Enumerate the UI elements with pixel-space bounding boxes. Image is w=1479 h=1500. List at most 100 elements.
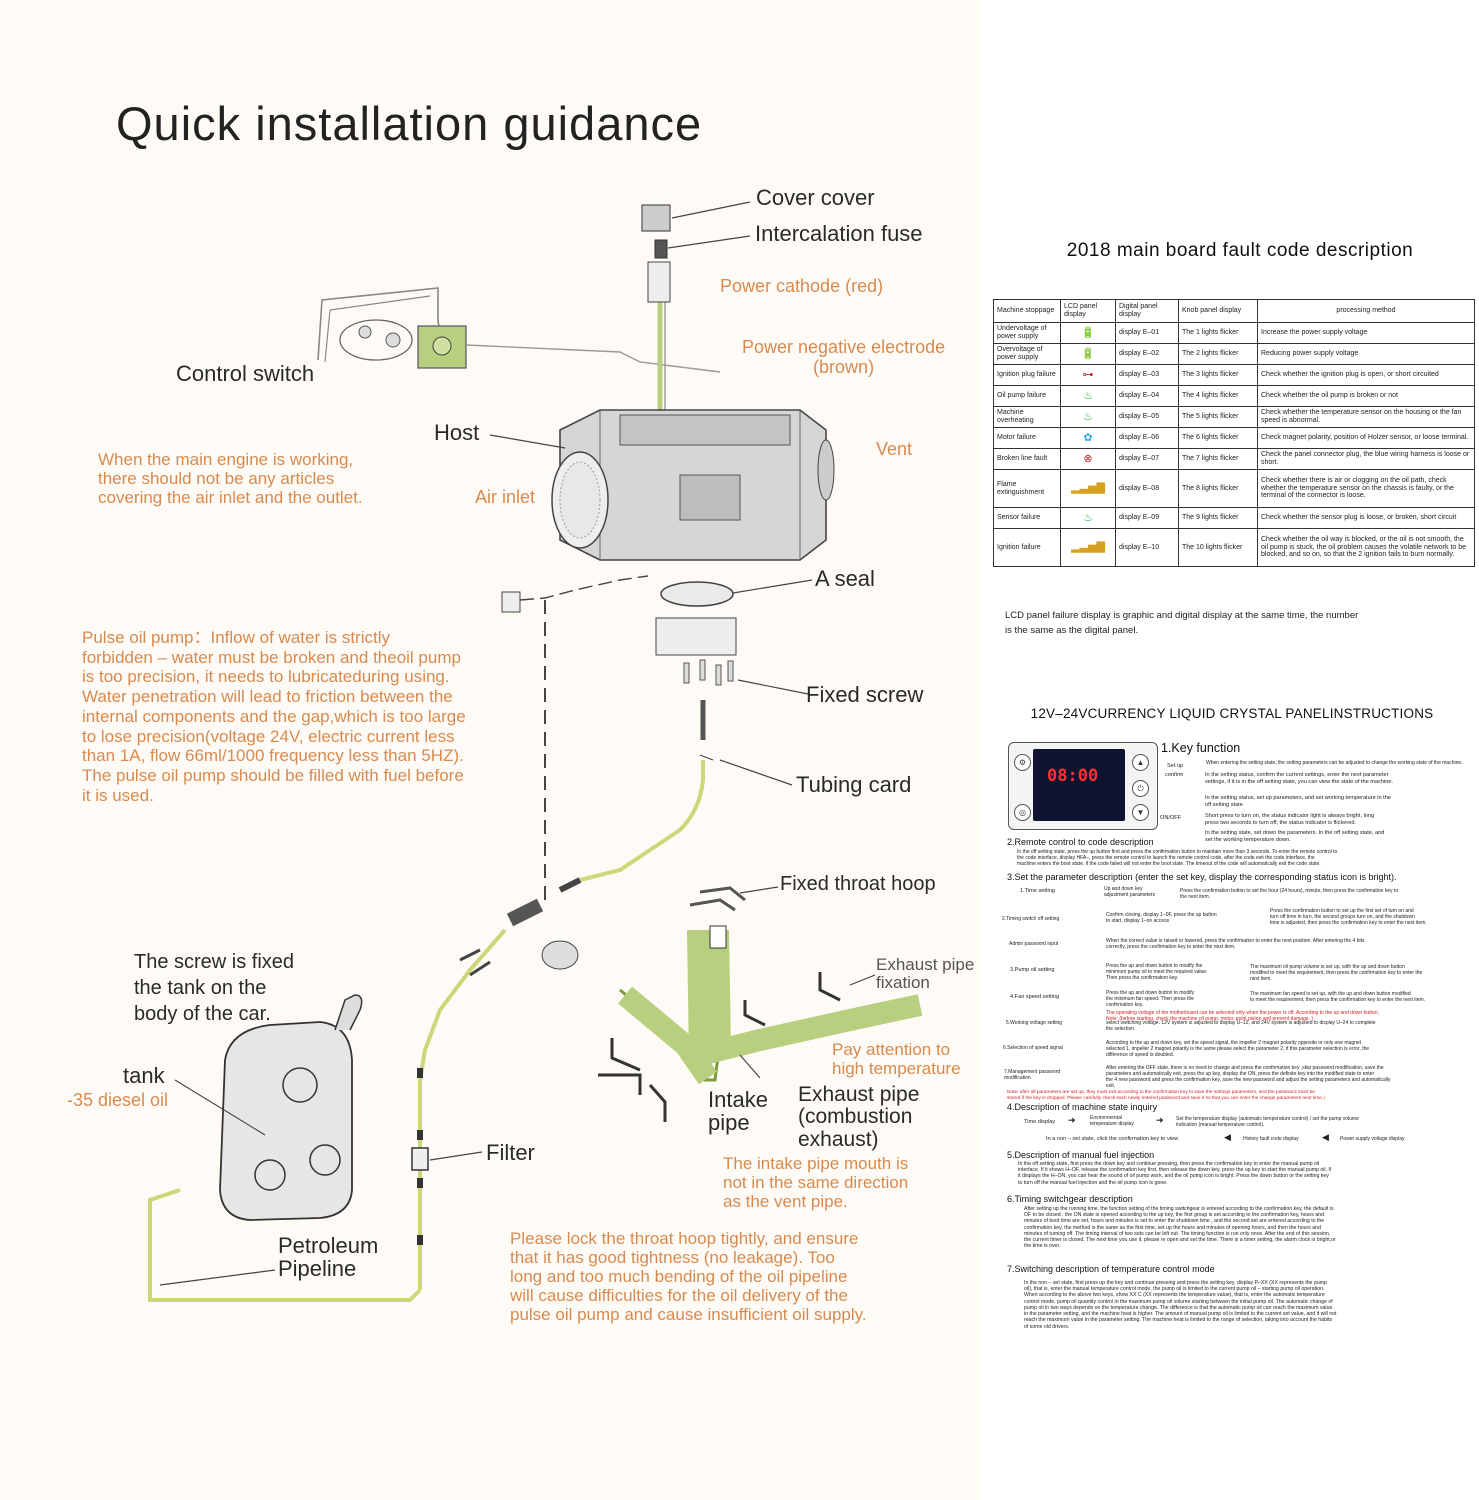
- label-filter: Filter: [486, 1140, 535, 1165]
- down-button-icon: ▼: [1132, 804, 1149, 821]
- key-desc-3: In the setting status, set up parameters…: [1205, 795, 1391, 808]
- fault-stoppage-cell: Oil pump failure: [993, 385, 1061, 407]
- lcd-clock-digits: 08:00: [1047, 766, 1099, 786]
- arrow-right-icon: ➜: [1156, 1115, 1164, 1125]
- param-time-a: Up and down key adjustment parameters: [1104, 886, 1156, 898]
- fault-stoppage-cell: Ignition plug failure: [993, 364, 1061, 386]
- header-digital: Digital panel display: [1115, 299, 1179, 323]
- fault-method-cell: Check the panel connector plug, the blue…: [1257, 448, 1475, 470]
- label-fixed-screw: Fixed screw: [806, 682, 924, 707]
- note-pulse-pump: Pulse oil pump：Inflow of water is strict…: [82, 628, 466, 805]
- table-row: Undervoltage of power supply🔋display E–0…: [993, 322, 1475, 344]
- setting-button-icon: ⚙: [1014, 754, 1031, 771]
- param-admin-note: Note: after all parameters are set up, t…: [1007, 1090, 1325, 1101]
- fault-stoppage-cell: Flame extinguishment: [993, 469, 1061, 508]
- inquiry-power: Power supply voltage display: [1340, 1136, 1405, 1142]
- manual-injection-text: In the off setting state, first press th…: [1018, 1161, 1332, 1186]
- label-tubing-card: Tubing card: [796, 772, 912, 797]
- fault-knob-cell: The 9 lights flicker: [1178, 507, 1258, 529]
- fault-table-title: 2018 main board fault code description: [1066, 240, 1414, 261]
- section-state-inquiry: 4.Description of machine state inquiry: [1007, 1102, 1158, 1112]
- fault-method-cell: Check whether the sensor plug is loose, …: [1257, 507, 1475, 529]
- label-screw-tank: The screw is fixed the tank on the body …: [134, 951, 295, 1025]
- label-seal: A seal: [815, 566, 875, 591]
- key-confirm-label: confirm: [1165, 772, 1184, 778]
- key-setup-label: Set up: [1167, 763, 1184, 769]
- note-pay-attention: Pay attention to high temperature: [832, 1040, 961, 1079]
- param-time: 1.Time setting: [1020, 888, 1055, 894]
- fault-status-icon: 🔋: [1081, 347, 1095, 360]
- param-pump-a: Press the up and down button to modify t…: [1106, 963, 1208, 981]
- fault-method-cell: Reducing power supply voltage: [1257, 343, 1475, 365]
- installation-diagram: [148, 201, 923, 1302]
- fault-status-icon: 🔋: [1081, 326, 1095, 339]
- fault-status-icon: ▂▃▅▇: [1071, 541, 1105, 554]
- inquiry-nonset: In a non – set state, click the confirma…: [1046, 1136, 1179, 1142]
- fault-knob-cell: The 7 lights flicker: [1178, 448, 1258, 470]
- fault-code-cell: display E–09: [1115, 507, 1179, 529]
- label-host: Host: [434, 420, 480, 445]
- param-speed-signal-a: According to the up and down key, set th…: [1106, 1040, 1370, 1058]
- fault-code-cell: display E–03: [1115, 364, 1179, 386]
- param-admin: 7.Management password modification: [1004, 1069, 1061, 1081]
- label-air-inlet: Air inlet: [475, 487, 536, 507]
- param-timing-b: Press the confirmation button to set up …: [1270, 908, 1427, 926]
- fault-lcd-icon: 🔋: [1060, 343, 1116, 365]
- fault-stoppage-cell: Ignition failure: [993, 528, 1061, 567]
- label-intake-pipe: Intake pipe: [708, 1087, 768, 1136]
- fault-status-icon: ♨: [1083, 410, 1093, 423]
- fault-lcd-icon: ⊶: [1060, 364, 1116, 386]
- fault-stoppage-cell: Overvoltage of power supply: [993, 343, 1061, 365]
- fault-stoppage-cell: Machine overheating: [993, 406, 1061, 428]
- fault-code-cell: display E–07: [1115, 448, 1179, 470]
- fault-stoppage-cell: Broken line fault: [993, 448, 1061, 470]
- param-password: Admin password input: [1009, 941, 1059, 947]
- fault-knob-cell: The 1 lights flicker: [1178, 322, 1258, 344]
- lcd-title: 12V–24VCURRENCY LIQUID CRYSTAL PANELINST…: [1030, 706, 1434, 721]
- fault-lcd-icon: ✿: [1060, 427, 1116, 449]
- fault-knob-cell: The 10 lights flicker: [1178, 528, 1258, 567]
- fault-lcd-icon: ▂▃▅▇: [1060, 528, 1116, 567]
- page-title: Quick installation guidance: [116, 97, 703, 150]
- label-cover: Cover cover: [756, 185, 875, 210]
- label-fuse: Intercalation fuse: [755, 221, 923, 246]
- section-parameters: 3.Set the parameter description (enter t…: [1007, 872, 1397, 882]
- fault-status-icon: ⊶: [1082, 368, 1094, 381]
- note-engine: When the main engine is working, there s…: [98, 450, 363, 508]
- fault-code-cell: display E–02: [1115, 343, 1179, 365]
- param-timing-a: Confirm closing, display 1–0F, press the…: [1106, 912, 1217, 924]
- header-stoppage: Machine stoppage: [993, 299, 1061, 323]
- fault-lcd-icon: ⊗: [1060, 448, 1116, 470]
- section-timing-switchgear: 6.Timing switchgear description: [1007, 1194, 1133, 1204]
- key-desc-1: When entering the setting state, the set…: [1206, 760, 1463, 766]
- fault-lcd-icon: ♨: [1060, 507, 1116, 529]
- label-petroleum-pipeline: Petroleum Pipeline: [278, 1233, 379, 1282]
- param-voltage-note: The operating voltage of the motherboard…: [1106, 1010, 1379, 1022]
- arrow-right-icon: ➜: [1068, 1115, 1076, 1125]
- fault-knob-cell: The 5 lights flicker: [1178, 406, 1258, 428]
- section-key-function: 1.Key function: [1161, 741, 1241, 755]
- label-tank: tank: [123, 1063, 165, 1088]
- note-intake-mouth: The intake pipe mouth is not in the same…: [723, 1154, 909, 1212]
- label-throat-hoop: Fixed throat hoop: [780, 873, 936, 895]
- inquiry-history: History fault code display: [1243, 1136, 1299, 1142]
- section-remote-code: 2.Remote control to code description: [1007, 837, 1154, 847]
- fault-knob-cell: The 8 lights flicker: [1178, 469, 1258, 508]
- table-row: Overvoltage of power supply 🔋 display E–02…: [993, 343, 1475, 365]
- fault-knob-cell: The 3 lights flicker: [1178, 364, 1258, 386]
- fault-status-icon: ⊗: [1083, 452, 1093, 465]
- remote-code-text: In the off setting state, press the up b…: [1017, 849, 1338, 867]
- key-desc-4: Short press to turn on, the status indic…: [1205, 813, 1375, 826]
- power-button-icon: ⏻: [1132, 780, 1149, 797]
- fault-method-cell: Check whether there is air or clogging o…: [1257, 469, 1475, 508]
- param-pump-b: The maximum oil pump volume is set up, w…: [1250, 964, 1423, 982]
- fault-method-cell: Check whether the ignition plug is open,…: [1257, 364, 1475, 386]
- fault-table-header: Machine stoppage LCD panel display Digit…: [993, 299, 1475, 323]
- fault-code-cell: display E–04: [1115, 385, 1179, 407]
- fault-lcd-icon: ♨: [1060, 385, 1116, 407]
- fault-code-table: Machine stoppage LCD panel display Digit…: [993, 299, 1475, 567]
- arrow-left-icon: ◀: [1322, 1132, 1329, 1142]
